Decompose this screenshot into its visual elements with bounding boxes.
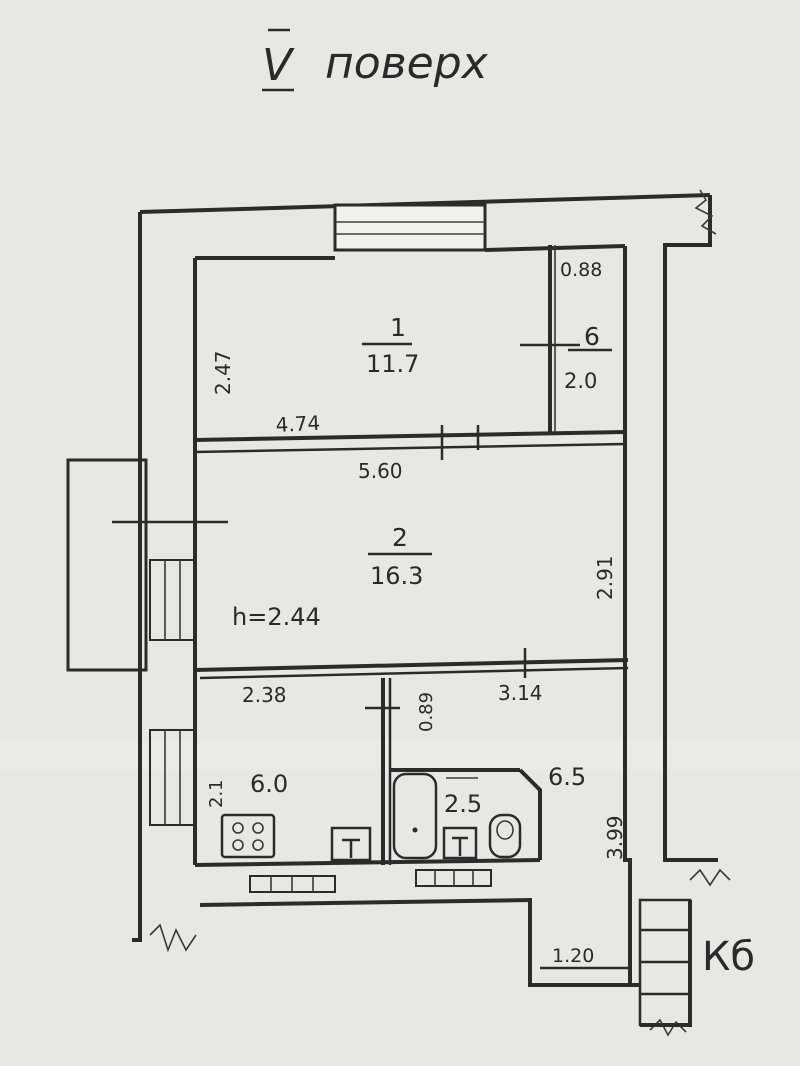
burner-icon xyxy=(232,822,244,834)
paper-fold xyxy=(0,740,800,770)
room-6-area: 2.0 xyxy=(564,369,597,393)
dim-0-88: 0.88 xyxy=(560,259,602,281)
break-mark-top xyxy=(694,189,717,235)
stair-label: Кб xyxy=(702,934,755,980)
floor-title-word: поверх xyxy=(325,38,489,89)
wall-room2-lower xyxy=(194,658,629,672)
dim-2-38: 2.38 xyxy=(242,683,287,707)
outer-wall-bottom xyxy=(199,897,640,987)
room-1-number: 1 xyxy=(390,313,406,342)
dim-3-14: 3.14 xyxy=(498,681,543,705)
outer-wall-right xyxy=(663,195,718,862)
dim-5-60: 5.60 xyxy=(358,459,403,483)
burner-icon xyxy=(252,822,264,834)
burner-icon xyxy=(252,839,264,851)
wall-room2-lower-inner xyxy=(199,666,629,680)
kitchen-sink-icon xyxy=(330,826,372,862)
room-1-area: 11.7 xyxy=(366,350,419,378)
dim-0-89: 0.89 xyxy=(416,692,437,732)
hall-area: 6.5 xyxy=(548,763,586,791)
dim-2-1: 2.1 xyxy=(206,779,227,808)
dim-4-74: 4.74 xyxy=(275,411,321,437)
outer-wall-left xyxy=(132,212,142,942)
floor-title-numeral: V xyxy=(262,40,295,91)
wall-bottom-inner xyxy=(194,858,541,867)
left-window xyxy=(149,559,196,641)
dim-3-99: 3.99 xyxy=(603,815,627,860)
room-2-area: 16.3 xyxy=(370,562,423,590)
wall-bath-right xyxy=(518,768,542,860)
bath-sink-icon xyxy=(442,826,478,860)
room-2-number: 2 xyxy=(392,523,408,552)
toilet-bowl xyxy=(496,820,514,840)
dim-1-20: 1.20 xyxy=(552,945,594,967)
kitchen-area: 6.0 xyxy=(250,770,288,798)
left-window-kitchen xyxy=(149,729,196,826)
break-mark-bottom-left xyxy=(149,923,197,953)
break-mark-bottom xyxy=(649,1018,687,1037)
bath-area: 2.5 xyxy=(444,790,482,818)
window-top xyxy=(333,203,487,252)
drain-icon xyxy=(412,827,418,833)
balcony xyxy=(66,458,148,672)
break-mark-right xyxy=(689,868,731,887)
burner-icon xyxy=(232,839,244,851)
room-6-number: 6 xyxy=(584,322,600,351)
dim-2-47: 2.47 xyxy=(211,350,235,395)
ceiling-height: h=2.44 xyxy=(232,603,321,631)
stove-icon xyxy=(220,813,276,859)
dim-2-91: 2.91 xyxy=(593,555,617,600)
wall-room1-room2-inner xyxy=(194,442,626,454)
wall-room1-room2 xyxy=(194,430,626,442)
inner-wall-right xyxy=(623,246,632,985)
bathtub-icon xyxy=(392,772,438,860)
toilet-icon xyxy=(488,813,522,859)
